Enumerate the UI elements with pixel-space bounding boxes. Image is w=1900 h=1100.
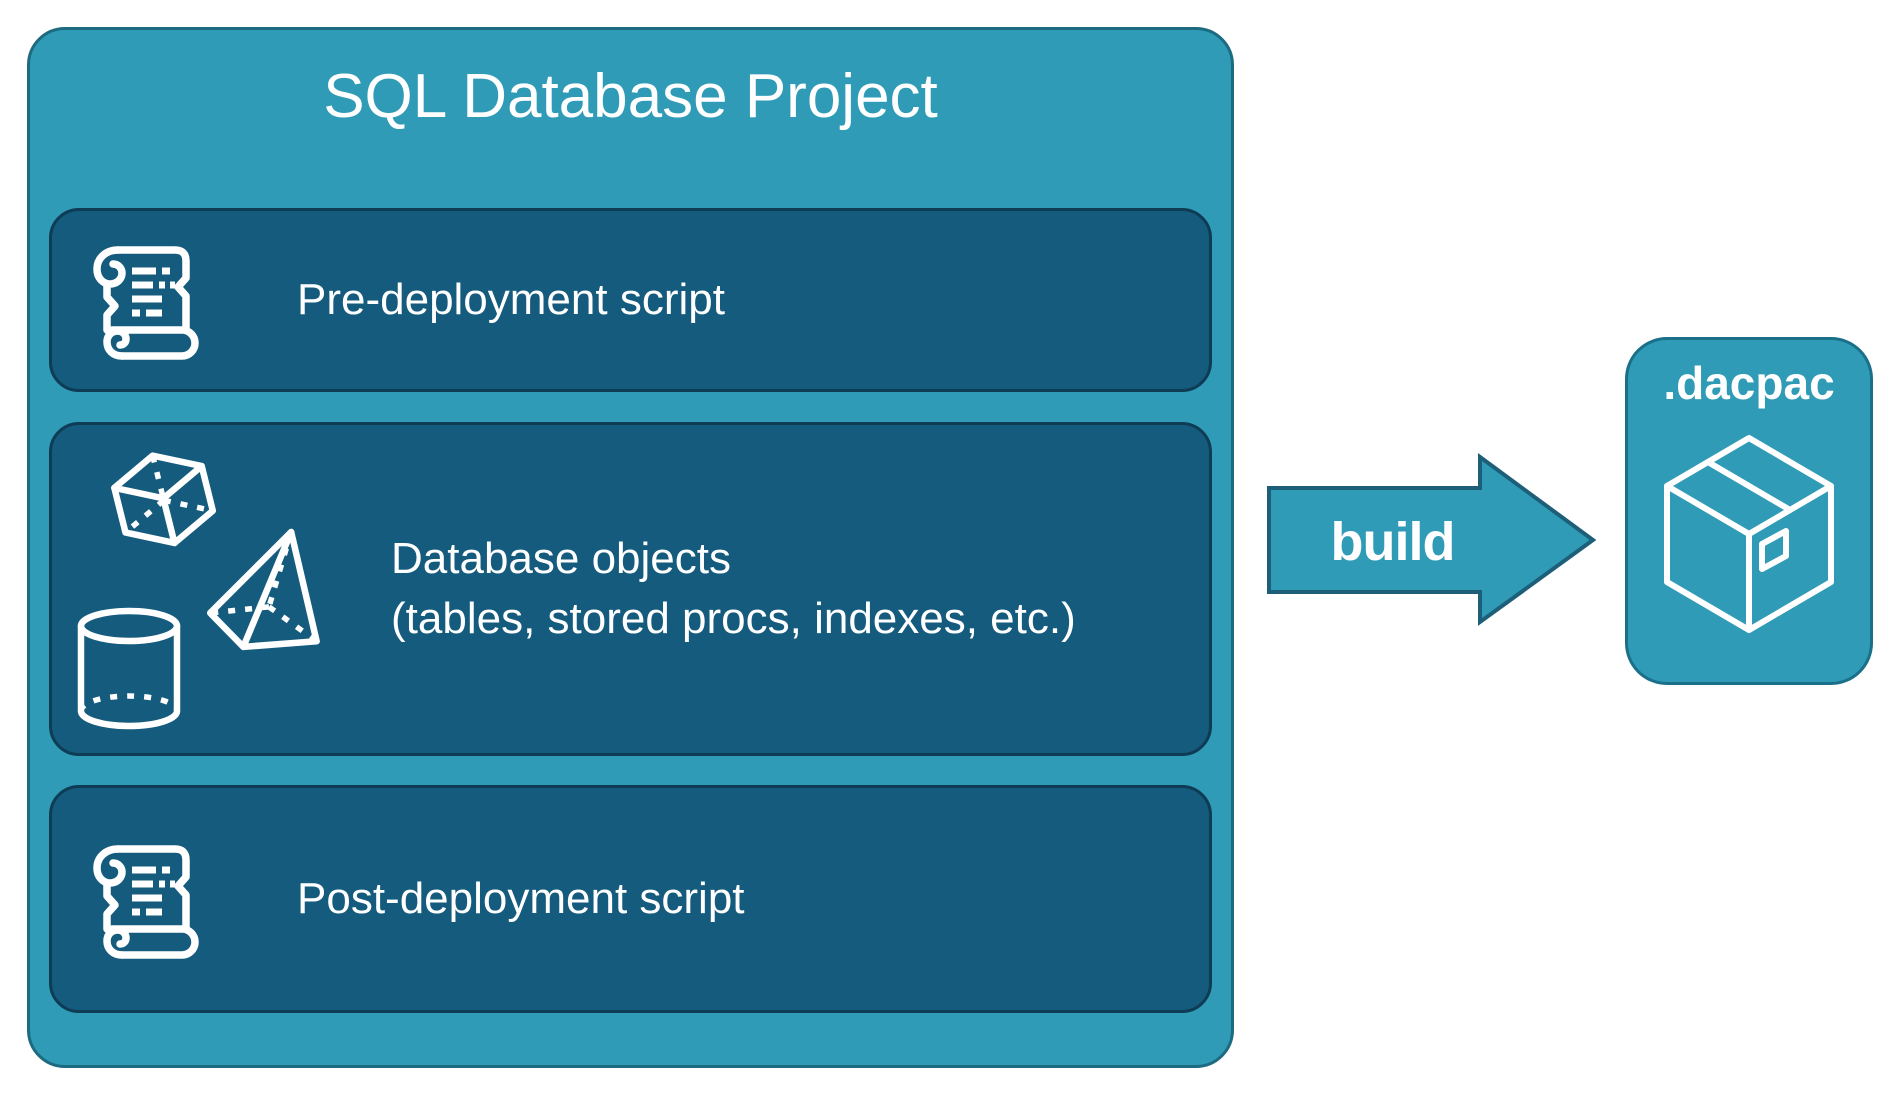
panel-label: Database objects (tables, stored procs, …: [391, 529, 1076, 649]
panel-database-objects: Database objects (tables, stored procs, …: [49, 422, 1212, 756]
cylinder-icon: [77, 607, 181, 730]
dacpac-label: .dacpac: [1663, 357, 1835, 409]
panel-label-sub: (tables, stored procs, indexes, etc.): [391, 594, 1076, 643]
build-arrow-label: build: [1330, 512, 1456, 572]
scroll-icon: [93, 246, 199, 360]
panel-label-main: Database objects: [391, 534, 731, 584]
panel-label: Pre-deployment script: [297, 275, 725, 325]
build-arrow-shape: [1267, 453, 1597, 626]
cube-icon: [111, 452, 217, 547]
pyramid-icon: [206, 528, 320, 651]
project-title: SQL Database Project: [323, 62, 938, 131]
panel-label: Post-deployment script: [297, 874, 745, 924]
scroll-icon: [93, 845, 199, 959]
build-arrow: build: [1240, 430, 1620, 640]
database-shapes-icon: [77, 452, 320, 730]
package-icon: [1664, 435, 1834, 633]
panel-post-deployment-script: Post-deployment script: [49, 785, 1212, 1013]
dacpac-card: .dacpac: [1625, 337, 1873, 685]
sql-database-project-container: SQL Database Project Pre-deployment scri…: [27, 27, 1234, 1068]
panel-pre-deployment-script: Pre-deployment script: [49, 208, 1212, 392]
